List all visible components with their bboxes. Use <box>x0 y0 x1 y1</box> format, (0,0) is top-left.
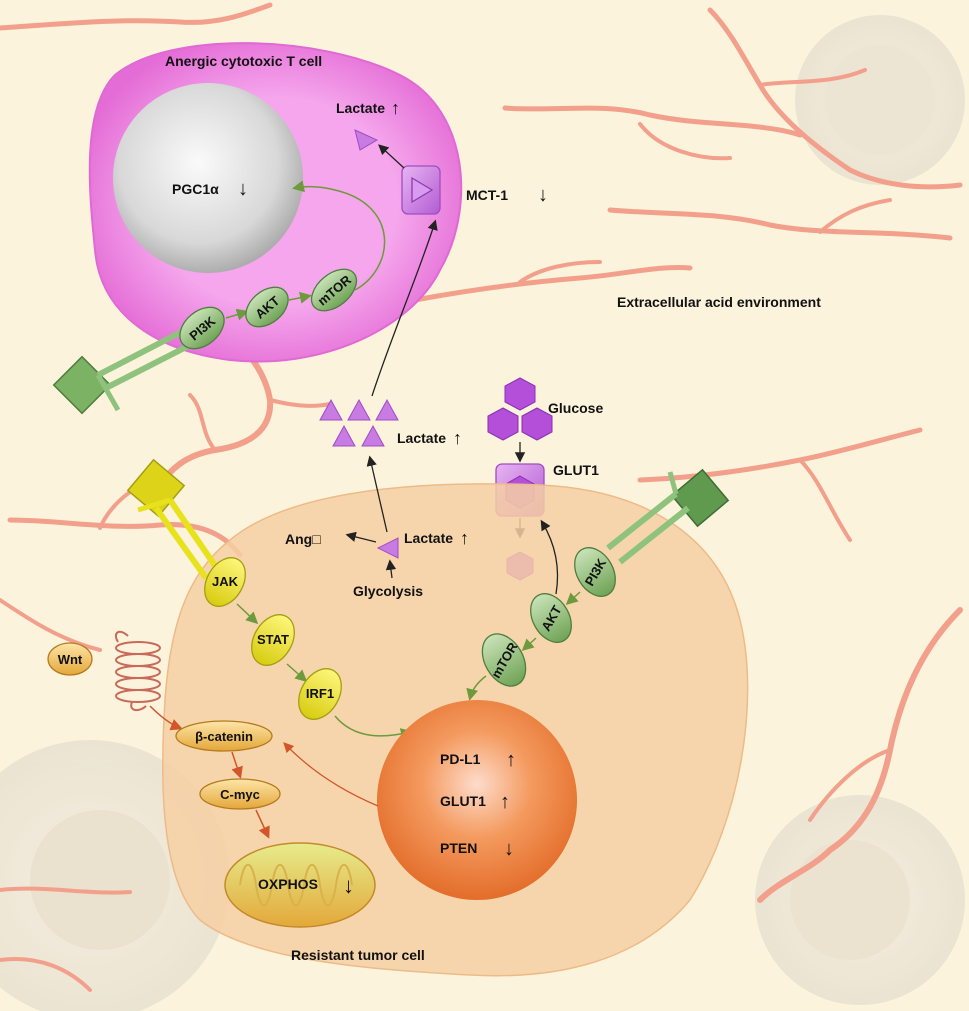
frizzled-receptor <box>114 630 161 712</box>
wnt-node: Wnt <box>47 642 93 676</box>
svg-text:C-myc: C-myc <box>220 787 260 802</box>
svg-text:PTEN: PTEN <box>440 840 477 856</box>
t-cell-receptor <box>52 327 194 415</box>
svg-text:STAT: STAT <box>257 632 289 647</box>
glut1-nucleus-label: GLUT1 ↑ <box>440 791 510 813</box>
tumor-cell-title: Resistant tumor cell <box>291 947 425 963</box>
lactate-label-tcell: Lactate ↑ <box>336 98 400 118</box>
arrow-pi3k-akt-tcell <box>225 308 249 321</box>
arrow-jak-stat <box>236 603 259 625</box>
mct1-transporter <box>401 165 441 215</box>
svg-text:Lactate: Lactate <box>397 430 446 446</box>
ang-label: Ang□ <box>285 531 321 547</box>
pi3k-node-tumor: PI3K <box>574 547 616 597</box>
pi3k-node-tcell: PI3K <box>179 306 225 350</box>
lactate-label-cluster: Lactate ↑ <box>397 428 462 448</box>
arrow-akt-glut1 <box>540 519 559 595</box>
akt-node-tumor: AKT <box>530 593 572 643</box>
lactate-up-arrow-cluster: ↑ <box>453 428 462 448</box>
t-cell-title: Anergic cytotoxic T cell <box>165 53 322 69</box>
arrow-mtor-pgc1a <box>292 180 386 291</box>
akt-node-tcell: AKT <box>245 286 289 328</box>
pdl1-label: PD-L1 ↑ <box>440 749 516 771</box>
arrow-stat-irf1 <box>286 663 308 682</box>
lactate-up-arrow-tcell: ↑ <box>391 98 400 118</box>
extracellular-label: Extracellular acid environment <box>617 294 821 310</box>
svg-text:Wnt: Wnt <box>58 652 83 667</box>
svg-text:Lactate: Lactate <box>404 530 453 546</box>
arrow-akt-mtor-tumor <box>521 637 537 652</box>
jak-receptor <box>126 458 221 580</box>
mct1-down-arrow: ↓ <box>538 184 548 206</box>
arrow-mtor-nucleus <box>466 675 487 701</box>
pten-label: PTEN ↓ <box>440 838 514 860</box>
svg-text:GLUT1: GLUT1 <box>440 793 486 809</box>
mct1-label: MCT-1 ↓ <box>466 184 548 206</box>
arrow-lactate-to-mct1 <box>371 219 438 397</box>
cmyc-node: C-myc <box>199 778 281 810</box>
tumor-nucleus <box>377 700 577 900</box>
glut1-up-arrow: ↑ <box>500 791 510 813</box>
svg-text:PGC1α: PGC1α <box>172 181 219 197</box>
arrow-mct1-lactate <box>378 144 405 169</box>
glut1-transporter-label: GLUT1 <box>553 462 599 478</box>
glucose-molecules <box>487 377 553 441</box>
arrow-wnt-beta-catenin <box>149 705 183 731</box>
arrow-akt-mtor-tcell <box>288 291 312 304</box>
svg-text:MCT-1: MCT-1 <box>466 187 508 203</box>
t-cell-nucleus <box>113 83 303 273</box>
svg-text:β-catenin: β-catenin <box>195 729 253 744</box>
lactate-molecule-tcell <box>354 129 379 151</box>
oxphos-down-arrow: ↓ <box>343 873 354 898</box>
blood-vessels <box>0 2 963 992</box>
mtor-node-tumor: mTOR <box>481 633 527 687</box>
jak-node: JAK <box>204 557 246 607</box>
pgc1a-label: PGC1α ↓ <box>172 178 248 200</box>
svg-text:PD-L1: PD-L1 <box>440 751 481 767</box>
arrow-beta-catenin-cmyc <box>231 751 243 779</box>
pgc1a-down-arrow: ↓ <box>238 178 248 200</box>
pdl1-up-arrow: ↑ <box>506 749 516 771</box>
lactate-up-arrow-tumor: ↑ <box>460 528 469 548</box>
pi3k-receptor-tumor <box>606 468 730 565</box>
arrow-lactate-export <box>366 455 388 533</box>
beta-catenin-node: β-catenin <box>175 720 273 752</box>
svg-text:IRF1: IRF1 <box>306 686 334 701</box>
arrow-cmyc-oxphos <box>255 809 270 839</box>
svg-text:OXPHOS: OXPHOS <box>258 876 318 892</box>
lactate-cluster <box>319 398 399 447</box>
irf1-node: IRF1 <box>298 668 342 720</box>
svg-text:JAK: JAK <box>212 574 239 589</box>
svg-text:Lactate: Lactate <box>336 100 385 116</box>
glucose-label: Glucose <box>548 400 603 416</box>
arrow-pi3k-akt-tumor <box>565 591 581 606</box>
arrow-lactate-ang <box>345 531 377 543</box>
arrow-nucleus-beta-catenin <box>283 742 379 807</box>
glycolysis-label: Glycolysis <box>353 583 423 599</box>
lactate-molecule-tumor <box>376 537 399 559</box>
arrow-glycolysis-lactate <box>385 559 397 579</box>
lactate-label-tumor: Lactate ↑ <box>404 528 469 548</box>
oxphos-label: OXPHOS ↓ <box>258 873 354 898</box>
pten-down-arrow: ↓ <box>504 838 514 860</box>
stat-node: STAT <box>251 614 295 666</box>
mitochondrion <box>224 842 376 928</box>
